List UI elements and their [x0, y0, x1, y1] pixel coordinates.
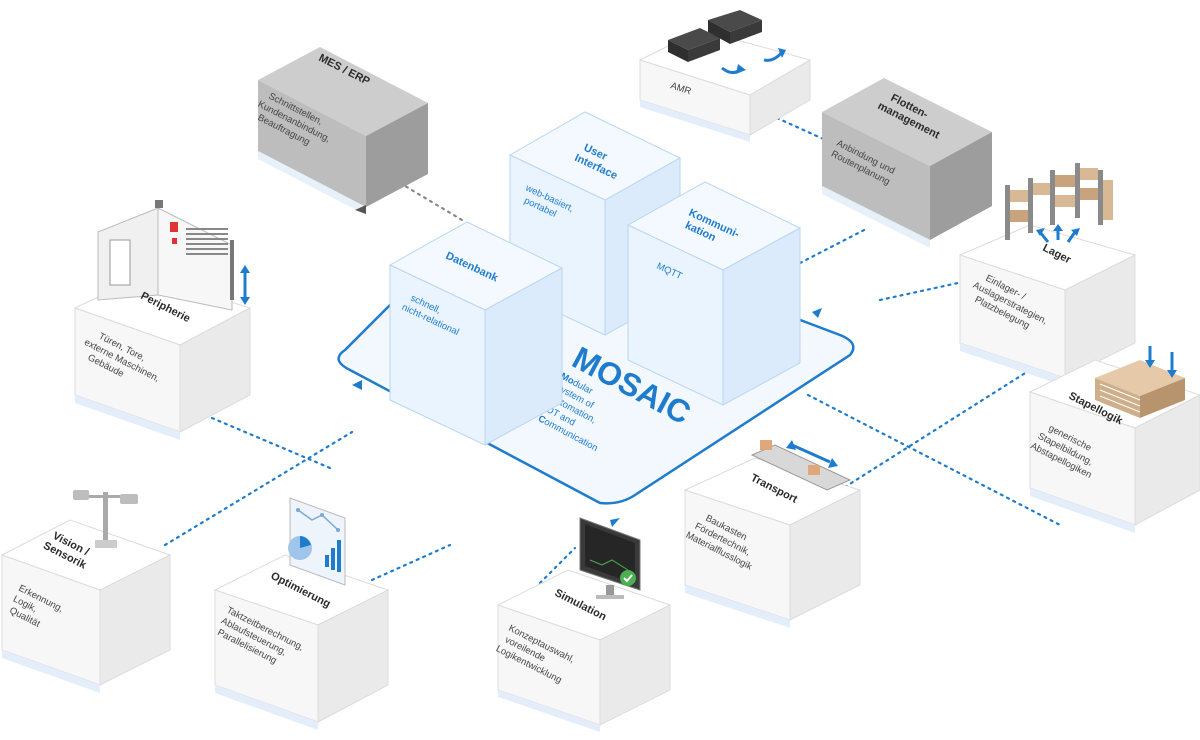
- module-amr: AMR: [638, 10, 812, 142]
- core-cube-kommunikation: Kommuni- kation MQTT: [626, 181, 802, 406]
- platform-marker-bottom: [610, 518, 620, 527]
- module-stapellogik: Stapellogik generische Stapelbildung, Ab…: [1029, 346, 1200, 533]
- monitor-check-icon: [579, 517, 641, 599]
- building-door-gate-icon: [97, 200, 250, 311]
- connector-mes-erp: [398, 181, 464, 222]
- connector-stapellogik-main: [806, 393, 1062, 527]
- connector-lager: [878, 281, 960, 302]
- connector-peripherie: [210, 416, 332, 470]
- module-optimierung: Optimierung Taktzeitberechnung, Ablaufst…: [213, 497, 390, 730]
- warehouse-rack-icon: [1005, 163, 1113, 243]
- conveyor-icon: [750, 440, 852, 491]
- stacking-wood-icon: [1095, 346, 1185, 418]
- connector-lines: [163, 116, 1062, 585]
- module-simulation: Simulation Konzeptauswahl, voreilende Lo…: [494, 517, 672, 732]
- module-lager: Lager Einlager- / Auslagerstrategien, Pl…: [958, 163, 1137, 386]
- amr-robot-icon: [668, 10, 786, 75]
- connector-stapellogik-transport: [843, 368, 1032, 489]
- camera-sensor-icon: [73, 490, 138, 548]
- platform-marker-right: [812, 308, 822, 318]
- module-vision-sensorik: Vision / Sensorik Erkennung, Logik, Qual…: [0, 490, 172, 693]
- module-transport: Transport Baukasten Fördertechnik, Mater…: [683, 440, 862, 628]
- acronym-4-bold: C: [536, 413, 547, 426]
- platform-marker-left: [352, 380, 362, 390]
- module-flottenmanagement: Flotten- management Anbindung und Routen…: [822, 78, 992, 248]
- connector-vision: [163, 430, 354, 547]
- core-cube-datenbank: Datenbank schnell, nicht-relational: [388, 221, 564, 446]
- connector-optimierung: [370, 543, 452, 582]
- analytics-board-icon: [288, 497, 346, 586]
- module-mes-erp: MES / ERP Schnittstellen, Kundenanbindun…: [256, 47, 428, 215]
- connector-simulation: [538, 546, 577, 585]
- connector-amr: [775, 116, 832, 144]
- connector-flottenmanagement: [798, 226, 870, 265]
- module-peripherie: Peripherie Türen, Tore, externe Maschine…: [73, 200, 252, 440]
